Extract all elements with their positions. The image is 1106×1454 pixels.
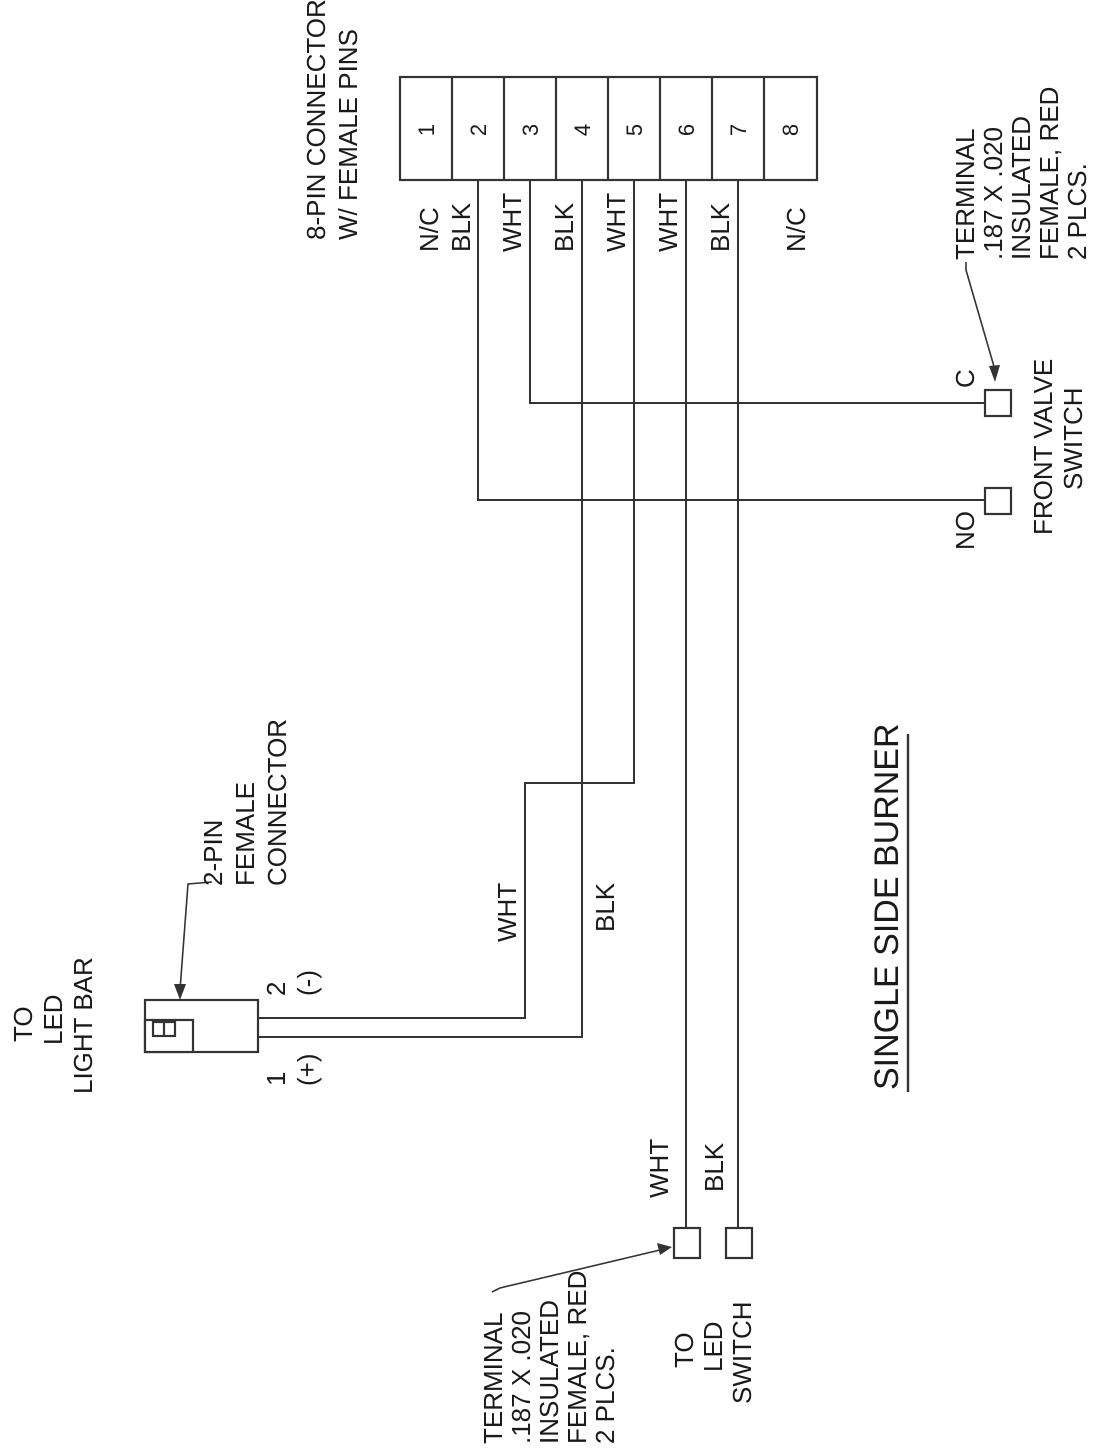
pin-number-4: 4 — [570, 124, 595, 136]
front-valve-switch-label-line1: FRONT VALVE — [1028, 359, 1058, 535]
8-pin-connector-label-line1: 8-PIN CONNECTOR — [301, 0, 331, 240]
pin-number-1: 1 — [414, 124, 439, 136]
switch-terminal-c — [983, 388, 1013, 418]
switch-no-label: NO — [950, 511, 980, 550]
led-light-bar-line3: LIGHT BAR — [68, 957, 98, 1094]
terminal-right-line3: INSULATED — [1006, 116, 1036, 260]
2-pin-connector — [143, 998, 260, 1054]
terminal-bottom-line4: FEMALE, RED — [562, 1271, 592, 1444]
wire-pin2-to-switch-no — [477, 180, 985, 501]
2-pin-connector-arrowhead — [174, 984, 186, 1000]
pin5-wire-label: WHT — [601, 193, 631, 252]
terminal-bottom-leader — [491, 1249, 661, 1293]
terminal-right-leader — [965, 262, 996, 371]
switch-terminal-no — [983, 486, 1013, 516]
2-pin-label-line2: FEMALE — [230, 782, 260, 886]
terminal-right-line5: 2 PLCS. — [1062, 163, 1092, 260]
switch-blk-label: BLK — [699, 1142, 729, 1192]
terminal-bottom-arrowhead — [657, 1243, 672, 1255]
pin2-number: 2 — [261, 982, 291, 996]
pin-number-2: 2 — [466, 124, 491, 136]
terminal-right-line4: FEMALE, RED — [1034, 87, 1064, 260]
led-light-bar-line1: TO — [8, 1006, 38, 1042]
light-bar-wht-label: WHT — [492, 883, 522, 942]
terminal-right-arrowhead — [989, 365, 1000, 382]
pin-number-8: 8 — [778, 124, 803, 136]
terminal-bottom-line1: TERMINAL — [478, 1313, 508, 1444]
pin1-number: 1 — [261, 1072, 291, 1086]
pin3-wire-label: WHT — [497, 193, 527, 252]
pin4-wire-label: BLK — [549, 202, 579, 252]
led-switch-line2: LED — [698, 1321, 728, 1372]
terminal-right-line2: .187 X .020 — [978, 127, 1008, 260]
switch-c-label: C — [950, 369, 980, 388]
terminal-bottom-line3: INSULATED — [534, 1300, 564, 1444]
led-light-bar-line2: LED — [38, 994, 68, 1045]
diagram-title: SINGLE SIDE BURNER — [868, 723, 906, 1090]
pin8-wire-label: N/C — [781, 207, 811, 252]
pin2-sign: (-) — [292, 970, 322, 996]
pin-wire-labels: N/C BLK WHT BLK WHT WHT BLK N/C — [414, 193, 811, 252]
light-bar-blk-label: BLK — [590, 882, 620, 932]
pin-number-5: 5 — [622, 124, 647, 136]
8-pin-connector: 1 2 3 4 5 6 7 8 — [398, 75, 819, 182]
pin1-wire-label: N/C — [414, 207, 444, 252]
led-switch-terminal-wht — [672, 1226, 702, 1260]
switch-wht-label: WHT — [644, 1139, 674, 1198]
pin6-wire-label: WHT — [653, 193, 683, 252]
terminal-right-line1: TERMINAL — [950, 129, 980, 260]
led-switch-line3: SWITCH — [727, 1301, 757, 1404]
terminal-bottom-line2: .187 X .020 — [506, 1311, 536, 1444]
led-switch-line1: TO — [669, 1332, 699, 1368]
led-switch-terminal-blk — [724, 1226, 754, 1260]
wire-pin3-to-switch-c — [529, 180, 985, 404]
pin-number-6: 6 — [674, 124, 699, 136]
pin1-sign: (+) — [292, 1054, 322, 1087]
pin7-wire-label: BLK — [705, 202, 735, 252]
wire-pin4-to-lightbar-plus — [258, 180, 583, 1038]
front-valve-switch-label-line2: SWITCH — [1058, 387, 1088, 490]
wires — [258, 180, 985, 1228]
terminal-bottom-line5: 2 PLCS. — [590, 1347, 620, 1444]
wire-pin5-to-lightbar-minus — [258, 180, 635, 1019]
pin2-wire-label: BLK — [446, 202, 476, 252]
2-pin-connector-leader — [179, 881, 213, 991]
pin-number-3: 3 — [518, 124, 543, 136]
8-pin-connector-label-line2: W/ FEMALE PINS — [333, 29, 363, 240]
2-pin-label-line1: 2-PIN — [198, 820, 228, 886]
2-pin-label-line3: CONNECTOR — [262, 719, 292, 886]
pin-number-7: 7 — [726, 124, 751, 136]
